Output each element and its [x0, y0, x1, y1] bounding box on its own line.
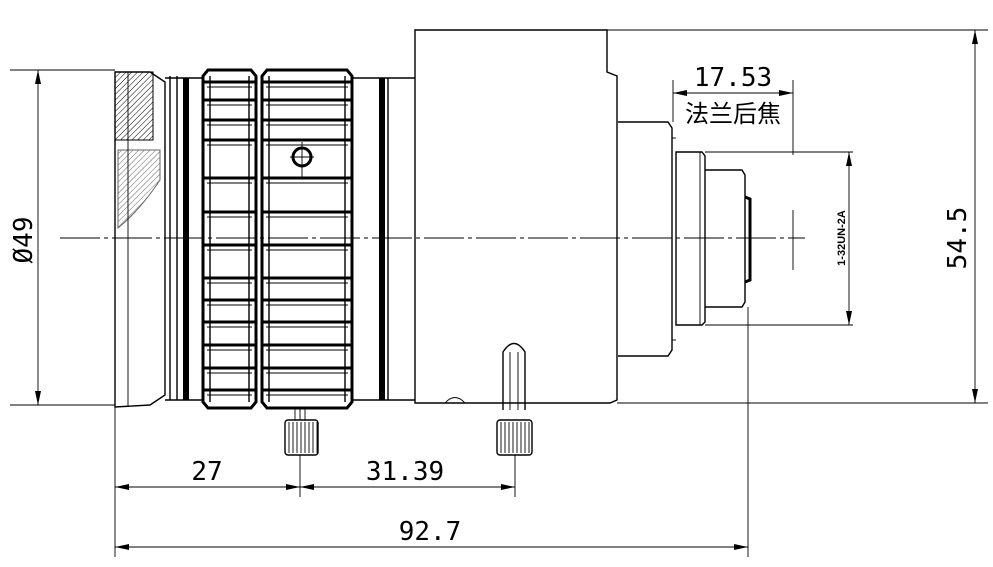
focus-ring: [201, 68, 258, 410]
zoom-ring: [260, 68, 354, 410]
ring-outline: [260, 68, 354, 410]
height-dimension: 54.5: [607, 29, 988, 404]
back-focal-label: 法兰后焦: [685, 100, 781, 128]
front-hood: [114, 71, 166, 408]
c-mount: [618, 121, 752, 357]
focus-lock-screw[interactable]: [284, 408, 319, 456]
length-dimensions: 27 31.39 92.7: [114, 307, 749, 557]
back-focal-value: 17.53: [694, 63, 772, 93]
height-label: 54.5: [943, 207, 973, 270]
overall-length-label: 92.7: [399, 517, 462, 547]
front-to-screw-label: 27: [191, 457, 222, 487]
diameter-dimension: Ø49: [9, 69, 115, 406]
thread-dimension: 1-32UN-2A: [705, 151, 853, 326]
zoom-lock-screw[interactable]: [496, 342, 533, 456]
thread-label: 1-32UN-2A: [836, 210, 848, 266]
lens-body: [414, 29, 618, 404]
back-focal-dimension: 17.53 法兰后焦: [672, 63, 794, 270]
screw-spacing-label: 31.39: [366, 457, 444, 487]
diameter-label: Ø49: [9, 217, 39, 264]
lens-rings: [165, 76, 415, 401]
ring-outline: [201, 68, 258, 410]
ring-index-mark-icon: [290, 142, 314, 177]
